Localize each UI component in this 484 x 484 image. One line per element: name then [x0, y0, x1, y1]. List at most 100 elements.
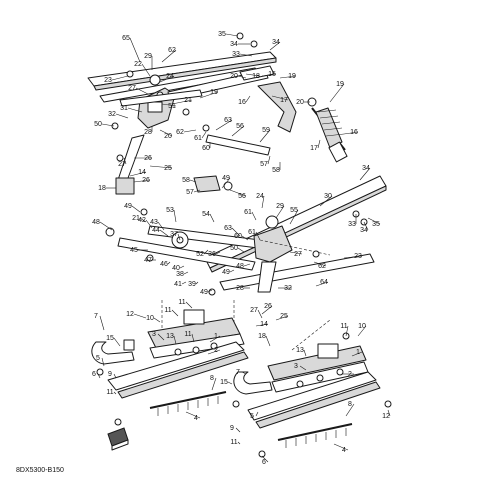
callout-leader: [237, 247, 245, 253]
callout-9: 9: [230, 425, 241, 433]
callout-5: 5: [250, 411, 259, 420]
callout-52: 52: [196, 249, 209, 258]
callout-number: 36: [208, 251, 216, 258]
callout-number: 4: [342, 447, 346, 454]
callout-number: 7: [94, 313, 98, 320]
callout-29: 29: [275, 203, 285, 219]
callout-leader: [261, 455, 269, 463]
callout-57: 57: [260, 155, 271, 168]
callout-leader: [343, 131, 359, 135]
callout-number: 34: [360, 227, 368, 234]
callout-13: 13: [296, 347, 307, 357]
callout-24: 24: [256, 193, 265, 209]
shock-absorber-16: [311, 107, 348, 163]
callout-10: 10: [357, 323, 367, 337]
callout-16: 16: [238, 95, 251, 106]
callout-number: 3: [294, 363, 298, 370]
callout-number: 9: [108, 371, 112, 378]
callout-leader: [235, 427, 241, 433]
callout-8: 8: [210, 375, 217, 391]
callout-26: 26: [261, 303, 273, 315]
callout-number: 5: [250, 413, 254, 420]
callout-number: 30: [324, 193, 332, 200]
callout-leader: [199, 91, 219, 99]
callout-8: 8: [345, 401, 355, 417]
callout-leader: [229, 269, 235, 273]
callout-20: 20: [296, 99, 310, 106]
callout-number: 61: [248, 229, 256, 236]
callout-15: 15: [106, 335, 121, 347]
main-cross-arms: [117, 215, 293, 293]
callout-4: 4: [185, 411, 201, 422]
callout-number: 6: [262, 459, 266, 466]
callout-22: 22: [134, 61, 151, 77]
callout-60: 60: [202, 142, 211, 152]
callout-leader: [289, 251, 303, 255]
callout-48: 48: [92, 219, 113, 231]
callout-21: 21: [171, 97, 193, 105]
callout-leader: [255, 231, 261, 241]
callout-31: 31: [120, 105, 143, 113]
callout-leader: [141, 63, 151, 77]
callout-11: 11: [106, 389, 117, 396]
callout-number: 13: [296, 347, 304, 354]
callout-48: 48: [236, 263, 251, 270]
callout-leader: [231, 227, 241, 237]
callout-leader: [193, 189, 201, 193]
callout-53: 53: [166, 207, 177, 223]
callout-24: 24: [159, 73, 175, 83]
callout-leader: [99, 315, 105, 331]
callout-number: 61: [194, 135, 202, 142]
callout-leader: [203, 249, 209, 255]
callout-15: 15: [261, 71, 277, 78]
callout-leader: [177, 233, 181, 241]
callout-number: 43: [150, 219, 158, 226]
callout-25: 25: [275, 313, 289, 321]
callout-number: 48: [236, 263, 244, 270]
callout-leader: [289, 209, 299, 225]
callout-leader: [351, 351, 363, 357]
callout-leader: [157, 333, 165, 341]
callout-51: 51: [161, 103, 177, 110]
callout-number: 8: [348, 401, 352, 408]
callout-50: 50: [230, 245, 245, 253]
callout-33: 33: [348, 214, 357, 228]
callout-number: 9: [230, 425, 234, 432]
callout-leader: [161, 103, 177, 107]
callout-leader: [227, 381, 233, 385]
callout-leader: [185, 411, 201, 419]
callout-60: 60: [234, 233, 249, 241]
callout-14: 14: [129, 169, 147, 177]
callout-leader: [207, 289, 213, 293]
callout-11: 11: [340, 323, 349, 337]
callout-number: 39: [188, 281, 196, 288]
callout-number: 19: [288, 73, 296, 80]
callout-number: 27: [250, 307, 258, 314]
callout-number: 6: [92, 371, 96, 378]
callout-number: 25: [164, 165, 172, 172]
callout-45: 45: [130, 247, 148, 254]
callout-23: 23: [104, 75, 129, 84]
callout-18: 18: [245, 73, 261, 80]
callout-11: 11: [178, 299, 193, 309]
callout-leader: [159, 129, 173, 137]
callout-leader: [241, 371, 247, 375]
callout-21: 21: [132, 215, 147, 223]
callout-leader: [183, 271, 189, 275]
callout-number: 57: [186, 189, 194, 196]
callout-16: 16: [343, 129, 359, 136]
callout-number: 26: [144, 155, 152, 162]
callout-26: 26: [133, 177, 151, 184]
callout-32: 32: [278, 285, 292, 292]
callout-62: 62: [161, 47, 177, 63]
callout-number: 14: [260, 321, 268, 328]
callout-34: 34: [359, 165, 371, 181]
callout-leader: [189, 179, 197, 183]
callout-leader: [261, 195, 265, 209]
callout-39: 39: [188, 281, 199, 288]
callout-number: 34: [362, 165, 370, 172]
callout-3: 3: [294, 363, 307, 371]
callout-34: 34: [360, 221, 369, 234]
callout-number: 20: [164, 133, 172, 140]
